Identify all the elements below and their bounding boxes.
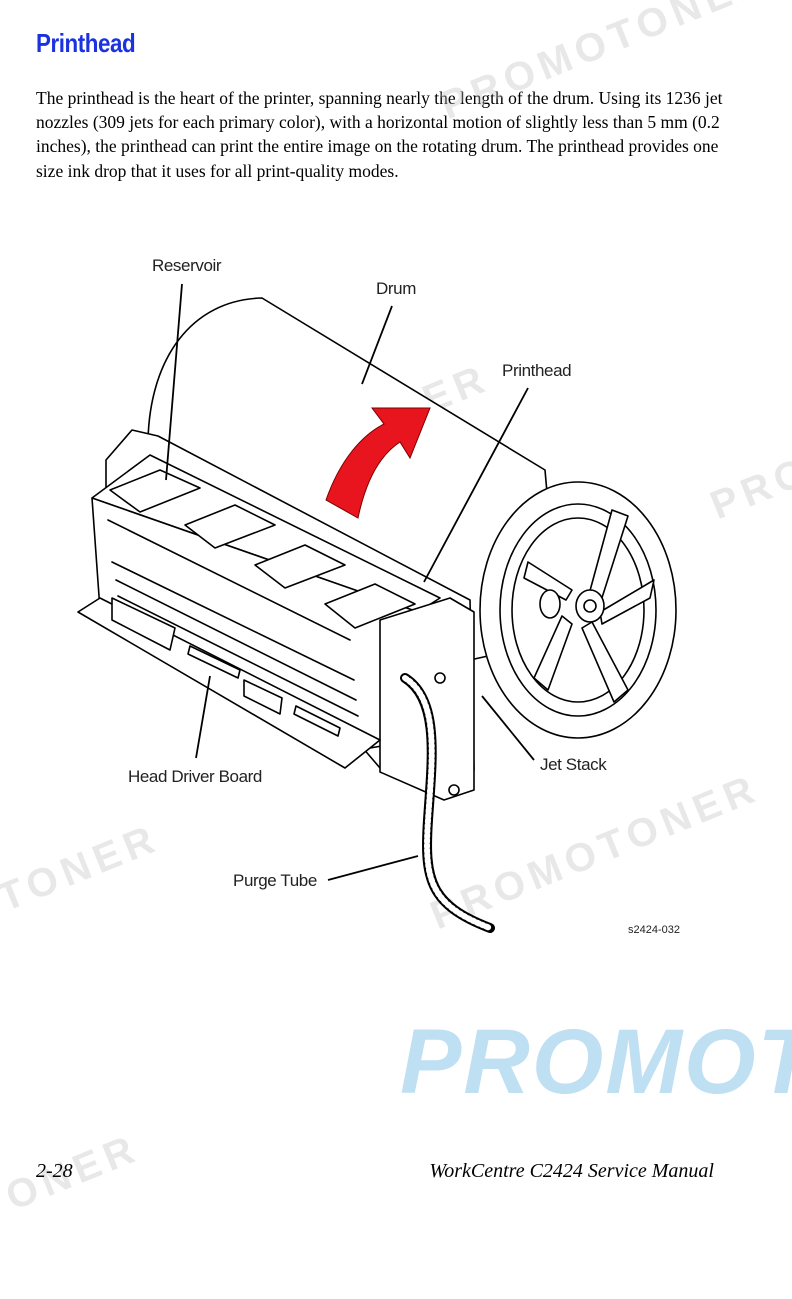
manual-title: WorkCentre C2424 Service Manual — [429, 1160, 714, 1182]
label-purge-tube: Purge Tube — [233, 871, 317, 890]
printhead-illustration — [77, 283, 677, 933]
brand-watermark: PROMOTONER — [400, 1011, 792, 1113]
front-rail — [117, 595, 359, 717]
board-chip — [293, 705, 341, 737]
front-rail — [111, 561, 355, 681]
front-rail — [107, 519, 351, 641]
front-rail — [115, 579, 357, 701]
page-heading: Printhead — [36, 28, 136, 58]
wheel-spoke — [581, 621, 629, 703]
body-paragraph: The printhead is the heart of the printe… — [36, 88, 723, 181]
bracket-screw — [434, 672, 446, 684]
wheel-bolt — [583, 599, 597, 613]
label-reservoir: Reservoir — [152, 256, 222, 275]
reservoir-cup — [184, 504, 276, 549]
wheel-bearing — [539, 589, 561, 619]
callout-reservoir — [165, 283, 183, 481]
reservoir-cup — [324, 583, 416, 629]
label-printhead: Printhead — [502, 361, 572, 380]
bracket-screw — [448, 784, 460, 796]
wheel-spoke — [599, 579, 655, 625]
label-jet-stack: Jet Stack — [540, 755, 607, 774]
page-number: 2-28 — [36, 1160, 73, 1182]
board-chip — [187, 645, 241, 679]
callout-printhead — [423, 387, 529, 583]
purge-tube-core — [402, 675, 493, 931]
rotation-arrow — [325, 407, 431, 519]
figure-id: s2424-032 — [628, 924, 680, 936]
board-chip — [111, 597, 176, 651]
callout-drum — [361, 305, 393, 385]
label-head-driver-board: Head Driver Board — [128, 767, 262, 786]
callout-purge-tube — [327, 855, 419, 881]
callout-jet-stack — [481, 695, 535, 761]
board-chip — [243, 679, 283, 715]
callout-head-driver-board — [195, 675, 211, 759]
reservoir-cup — [254, 544, 346, 589]
wheel-spoke — [533, 615, 573, 691]
label-drum: Drum — [376, 279, 416, 298]
wheel-spoke — [523, 561, 573, 601]
reservoir-cup — [109, 469, 201, 513]
